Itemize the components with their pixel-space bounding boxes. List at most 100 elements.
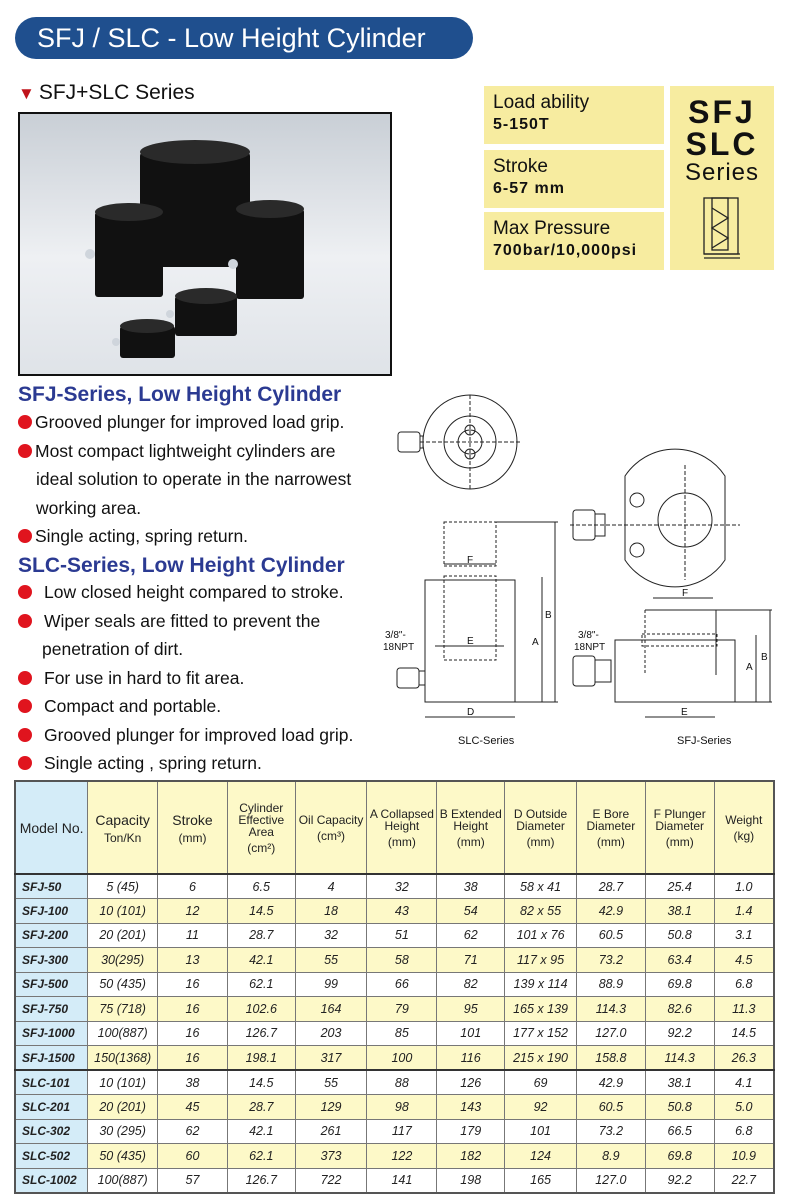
header-unit: (mm) bbox=[526, 834, 555, 849]
table-cell: 3.1 bbox=[713, 922, 775, 948]
list-item: Grooved plunger for improved load grip. bbox=[18, 408, 388, 437]
model-cell: SFJ-1500 bbox=[14, 1045, 89, 1071]
model-cell: SLC-201 bbox=[14, 1094, 89, 1120]
list-item: Low closed height compared to stroke. bbox=[18, 578, 388, 607]
spec-value: 5-150T bbox=[493, 116, 550, 133]
table-cell: 102.6 bbox=[226, 996, 296, 1022]
table-cell: 6.5 bbox=[226, 873, 296, 899]
table-cell: 85 bbox=[366, 1020, 438, 1046]
table-cell: 25.4 bbox=[644, 873, 715, 899]
table-cell: 4.5 bbox=[713, 947, 775, 973]
spec-label: Load ability bbox=[493, 92, 590, 113]
table-cell: 12 bbox=[157, 898, 228, 924]
spec-label: Stroke bbox=[493, 156, 548, 177]
feature-text: ideal solution to operate in the narrowe… bbox=[36, 469, 352, 489]
table-cell: 58 x 41 bbox=[504, 873, 577, 899]
slc-heading: SLC-Series, Low Height Cylinder bbox=[18, 554, 345, 577]
port-label-2: 18NPT bbox=[574, 642, 605, 653]
dim-d-slc: D bbox=[467, 707, 474, 718]
table-cell: 20 (201) bbox=[87, 922, 159, 948]
table-cell: 126.7 bbox=[226, 1167, 296, 1193]
feature-text: Low closed height compared to stroke. bbox=[44, 582, 344, 602]
table-cell: 92 bbox=[504, 1094, 577, 1120]
series-label-text: SFJ+SLC Series bbox=[38, 81, 195, 104]
table-cell: 126.7 bbox=[226, 1020, 296, 1046]
table-cell: 50.8 bbox=[644, 1094, 715, 1120]
table-cell: 28.7 bbox=[575, 873, 646, 899]
table-cell: 38 bbox=[157, 1069, 228, 1095]
table-cell: 1.4 bbox=[713, 898, 775, 924]
table-cell: 92.2 bbox=[644, 1167, 715, 1193]
table-cell: 73.2 bbox=[575, 947, 646, 973]
header-unit: (mm) bbox=[596, 834, 625, 849]
spec-load-ability: Load ability 5-150T bbox=[484, 86, 664, 144]
table-cell: 42.9 bbox=[575, 898, 646, 924]
header-unit: (mm) bbox=[665, 834, 694, 849]
table-cell: 82 bbox=[436, 971, 506, 997]
port-label-1: 3/8"- bbox=[578, 630, 599, 641]
table-cell: 42.1 bbox=[226, 947, 296, 973]
table-cell: 69.8 bbox=[644, 971, 715, 997]
bullet-icon bbox=[18, 415, 32, 429]
table-cell: 198.1 bbox=[226, 1045, 296, 1071]
table-cell: 8.9 bbox=[575, 1143, 646, 1169]
bullet-icon bbox=[18, 529, 32, 543]
table-cell: 43 bbox=[366, 898, 438, 924]
table-cell: 141 bbox=[366, 1167, 438, 1193]
spec-label: Max Pressure bbox=[493, 218, 611, 239]
series-line1: SFJ bbox=[688, 94, 756, 130]
series-line3: Series bbox=[684, 159, 760, 186]
table-cell: 10.9 bbox=[713, 1143, 775, 1169]
header-title: Oil Capacity bbox=[298, 812, 364, 827]
table-cell: 62 bbox=[436, 922, 506, 948]
table-cell: 22.7 bbox=[713, 1167, 775, 1193]
table-cell: 124 bbox=[504, 1143, 577, 1169]
header-title: F Plunger Diameter bbox=[653, 806, 706, 833]
column-header: F Plunger Diameter(mm) bbox=[644, 780, 715, 875]
table-cell: 261 bbox=[294, 1118, 368, 1144]
header-title: Capacity bbox=[95, 811, 150, 828]
table-cell: 179 bbox=[436, 1118, 506, 1144]
table-cell: 127.0 bbox=[575, 1020, 646, 1046]
bullet-icon bbox=[18, 585, 32, 599]
table-cell: 14.5 bbox=[226, 898, 296, 924]
dim-f-sfj: F bbox=[682, 588, 688, 599]
technical-drawing: F E D A B F E A B 3/8"- 18NPT 3/8"- 18NP… bbox=[383, 394, 772, 747]
header-title: Stroke bbox=[172, 811, 213, 828]
column-header: E Bore Diameter(mm) bbox=[575, 780, 646, 875]
product-photo bbox=[18, 112, 392, 376]
table-cell: 11.3 bbox=[713, 996, 775, 1022]
list-item: Single acting, spring return. bbox=[18, 522, 388, 551]
table-cell: 32 bbox=[366, 873, 438, 899]
table-cell: 4 bbox=[294, 873, 368, 899]
column-header: A Collapsed Height(mm) bbox=[366, 780, 438, 875]
table-cell: 6.8 bbox=[713, 971, 775, 997]
table-cell: 317 bbox=[294, 1045, 368, 1071]
table-cell: 28.7 bbox=[226, 1094, 296, 1120]
table-cell: 165 x 139 bbox=[504, 996, 577, 1022]
table-cell: 45 bbox=[157, 1094, 228, 1120]
table-cell: 60.5 bbox=[575, 1094, 646, 1120]
model-cell: SLC-101 bbox=[14, 1069, 89, 1095]
port-label-1: 3/8"- bbox=[385, 630, 406, 641]
table-cell: 101 x 76 bbox=[504, 922, 577, 948]
table-cell: 158.8 bbox=[575, 1045, 646, 1071]
table-cell: 16 bbox=[157, 996, 228, 1022]
header-title: E Bore Diameter bbox=[586, 806, 636, 833]
table-cell: 30(295) bbox=[87, 947, 159, 973]
column-header: Cylinder Effective Area(cm²) bbox=[226, 780, 296, 875]
sfj-heading: SFJ-Series, Low Height Cylinder bbox=[18, 383, 342, 406]
table-cell: 69 bbox=[504, 1069, 577, 1095]
table-cell: 63.4 bbox=[644, 947, 715, 973]
table-cell: 215 x 190 bbox=[504, 1045, 577, 1071]
table-cell: 66.5 bbox=[644, 1118, 715, 1144]
